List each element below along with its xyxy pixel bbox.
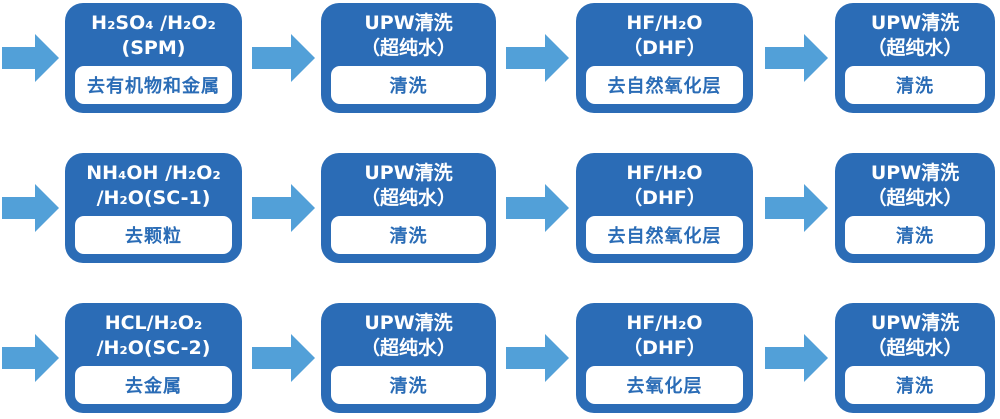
step-title-line: （DHF） — [623, 337, 706, 359]
step-title-line: HCL/H₂O₂ — [104, 312, 203, 334]
step-title-line: UPW清洗 — [870, 162, 960, 184]
step-title-line: UPW清洗 — [364, 162, 453, 184]
step-action-label: 清洗 — [331, 216, 486, 254]
step-action-label: 去金属 — [75, 366, 232, 404]
flow-arrow-icon — [765, 333, 829, 383]
arrow-right-icon — [506, 334, 569, 382]
flow-arrow-icon — [252, 33, 316, 83]
step-action-label: 清洗 — [845, 66, 985, 104]
step-title-line: HF/H₂O — [626, 162, 703, 184]
step-title-line: UPW清洗 — [870, 12, 960, 34]
arrow-right-icon — [506, 34, 569, 82]
process-step-box: NH₄OH /H₂O₂ /H₂O(SC-1) 去颗粒 — [65, 153, 242, 263]
step-title-line: HF/H₂O — [626, 312, 703, 334]
process-step-box: HF/H₂O （DHF） 去氧化层 — [576, 303, 753, 413]
step-title: UPW清洗 （超纯水） — [835, 153, 995, 216]
arrow-right-icon — [765, 334, 828, 382]
step-title: UPW清洗 （超纯水） — [835, 3, 995, 66]
arrow-right-icon — [252, 334, 315, 382]
flow-arrow-icon — [2, 183, 60, 233]
step-action-label: 清洗 — [845, 366, 985, 404]
process-step-box: UPW清洗 （超纯水） 清洗 — [835, 3, 995, 113]
arrow-right-icon — [2, 334, 59, 382]
step-title: UPW清洗 （超纯水） — [835, 303, 995, 366]
arrow-right-icon — [252, 184, 315, 232]
flow-arrow-icon — [765, 183, 829, 233]
step-title-line: （超纯水） — [867, 337, 963, 359]
step-title-line: NH₄OH /H₂O₂ — [86, 162, 221, 184]
flow-arrow-icon — [506, 33, 570, 83]
step-title-line: （超纯水） — [360, 37, 456, 59]
flow-arrow-icon — [506, 333, 570, 383]
process-step-box: UPW清洗 （超纯水） 清洗 — [321, 303, 496, 413]
step-title-line: UPW清洗 — [870, 312, 960, 334]
process-step-box: UPW清洗 （超纯水） 清洗 — [321, 153, 496, 263]
step-title: H₂SO₄ /H₂O₂ (SPM) — [65, 3, 242, 66]
process-step-box: UPW清洗 （超纯水） 清洗 — [321, 3, 496, 113]
flow-arrow-icon — [2, 333, 60, 383]
step-title: NH₄OH /H₂O₂ /H₂O(SC-1) — [65, 153, 242, 216]
flow-arrow-icon — [252, 333, 316, 383]
arrow-right-icon — [2, 34, 59, 82]
step-title-line: （超纯水） — [867, 37, 963, 59]
flow-arrow-icon — [506, 183, 570, 233]
step-title: UPW清洗 （超纯水） — [321, 153, 496, 216]
step-action-label: 去自然氧化层 — [586, 216, 743, 254]
flow-arrow-icon — [252, 183, 316, 233]
arrow-right-icon — [506, 184, 569, 232]
step-action-label: 去颗粒 — [75, 216, 232, 254]
step-title: UPW清洗 （超纯水） — [321, 3, 496, 66]
flow-arrow-icon — [2, 33, 60, 83]
process-step-box: UPW清洗 （超纯水） 清洗 — [835, 303, 995, 413]
arrow-right-icon — [765, 34, 828, 82]
process-step-box: HF/H₂O （DHF） 去自然氧化层 — [576, 3, 753, 113]
step-action-label: 清洗 — [331, 366, 486, 404]
process-row-2: NH₄OH /H₂O₂ /H₂O(SC-1) 去颗粒 UPW清洗 （超纯水） 清… — [0, 153, 1000, 263]
process-step-box: HF/H₂O （DHF） 去自然氧化层 — [576, 153, 753, 263]
step-title-line: H₂SO₄ /H₂O₂ — [91, 12, 216, 34]
step-title-line: (SPM) — [121, 37, 186, 59]
step-action-label: 去自然氧化层 — [586, 66, 743, 104]
step-title-line: （DHF） — [623, 37, 706, 59]
step-title-line: HF/H₂O — [626, 12, 703, 34]
step-title-line: （DHF） — [623, 187, 706, 209]
arrow-right-icon — [2, 184, 59, 232]
step-title: HF/H₂O （DHF） — [576, 3, 753, 66]
step-title-line: （超纯水） — [360, 337, 456, 359]
arrow-right-icon — [252, 34, 315, 82]
step-title-line: /H₂O(SC-2) — [96, 337, 211, 359]
step-title-line: （超纯水） — [360, 187, 456, 209]
step-action-label: 清洗 — [331, 66, 486, 104]
step-title: UPW清洗 （超纯水） — [321, 303, 496, 366]
arrow-right-icon — [765, 184, 828, 232]
step-title: HCL/H₂O₂ /H₂O(SC-2) — [65, 303, 242, 366]
step-title-line: /H₂O(SC-1) — [96, 187, 211, 209]
step-title-line: UPW清洗 — [364, 12, 453, 34]
process-row-1: H₂SO₄ /H₂O₂ (SPM) 去有机物和金属 UPW清洗 （超纯水） 清洗… — [0, 3, 1000, 113]
step-title: HF/H₂O （DHF） — [576, 303, 753, 366]
process-step-box: HCL/H₂O₂ /H₂O(SC-2) 去金属 — [65, 303, 242, 413]
process-row-3: HCL/H₂O₂ /H₂O(SC-2) 去金属 UPW清洗 （超纯水） 清洗 H… — [0, 303, 1000, 413]
step-action-label: 清洗 — [845, 216, 985, 254]
step-title-line: （超纯水） — [867, 187, 963, 209]
step-title-line: UPW清洗 — [364, 312, 453, 334]
step-title: HF/H₂O （DHF） — [576, 153, 753, 216]
process-step-box: UPW清洗 （超纯水） 清洗 — [835, 153, 995, 263]
step-action-label: 去有机物和金属 — [75, 66, 232, 104]
flow-arrow-icon — [765, 33, 829, 83]
step-action-label: 去氧化层 — [586, 366, 743, 404]
process-step-box: H₂SO₄ /H₂O₂ (SPM) 去有机物和金属 — [65, 3, 242, 113]
